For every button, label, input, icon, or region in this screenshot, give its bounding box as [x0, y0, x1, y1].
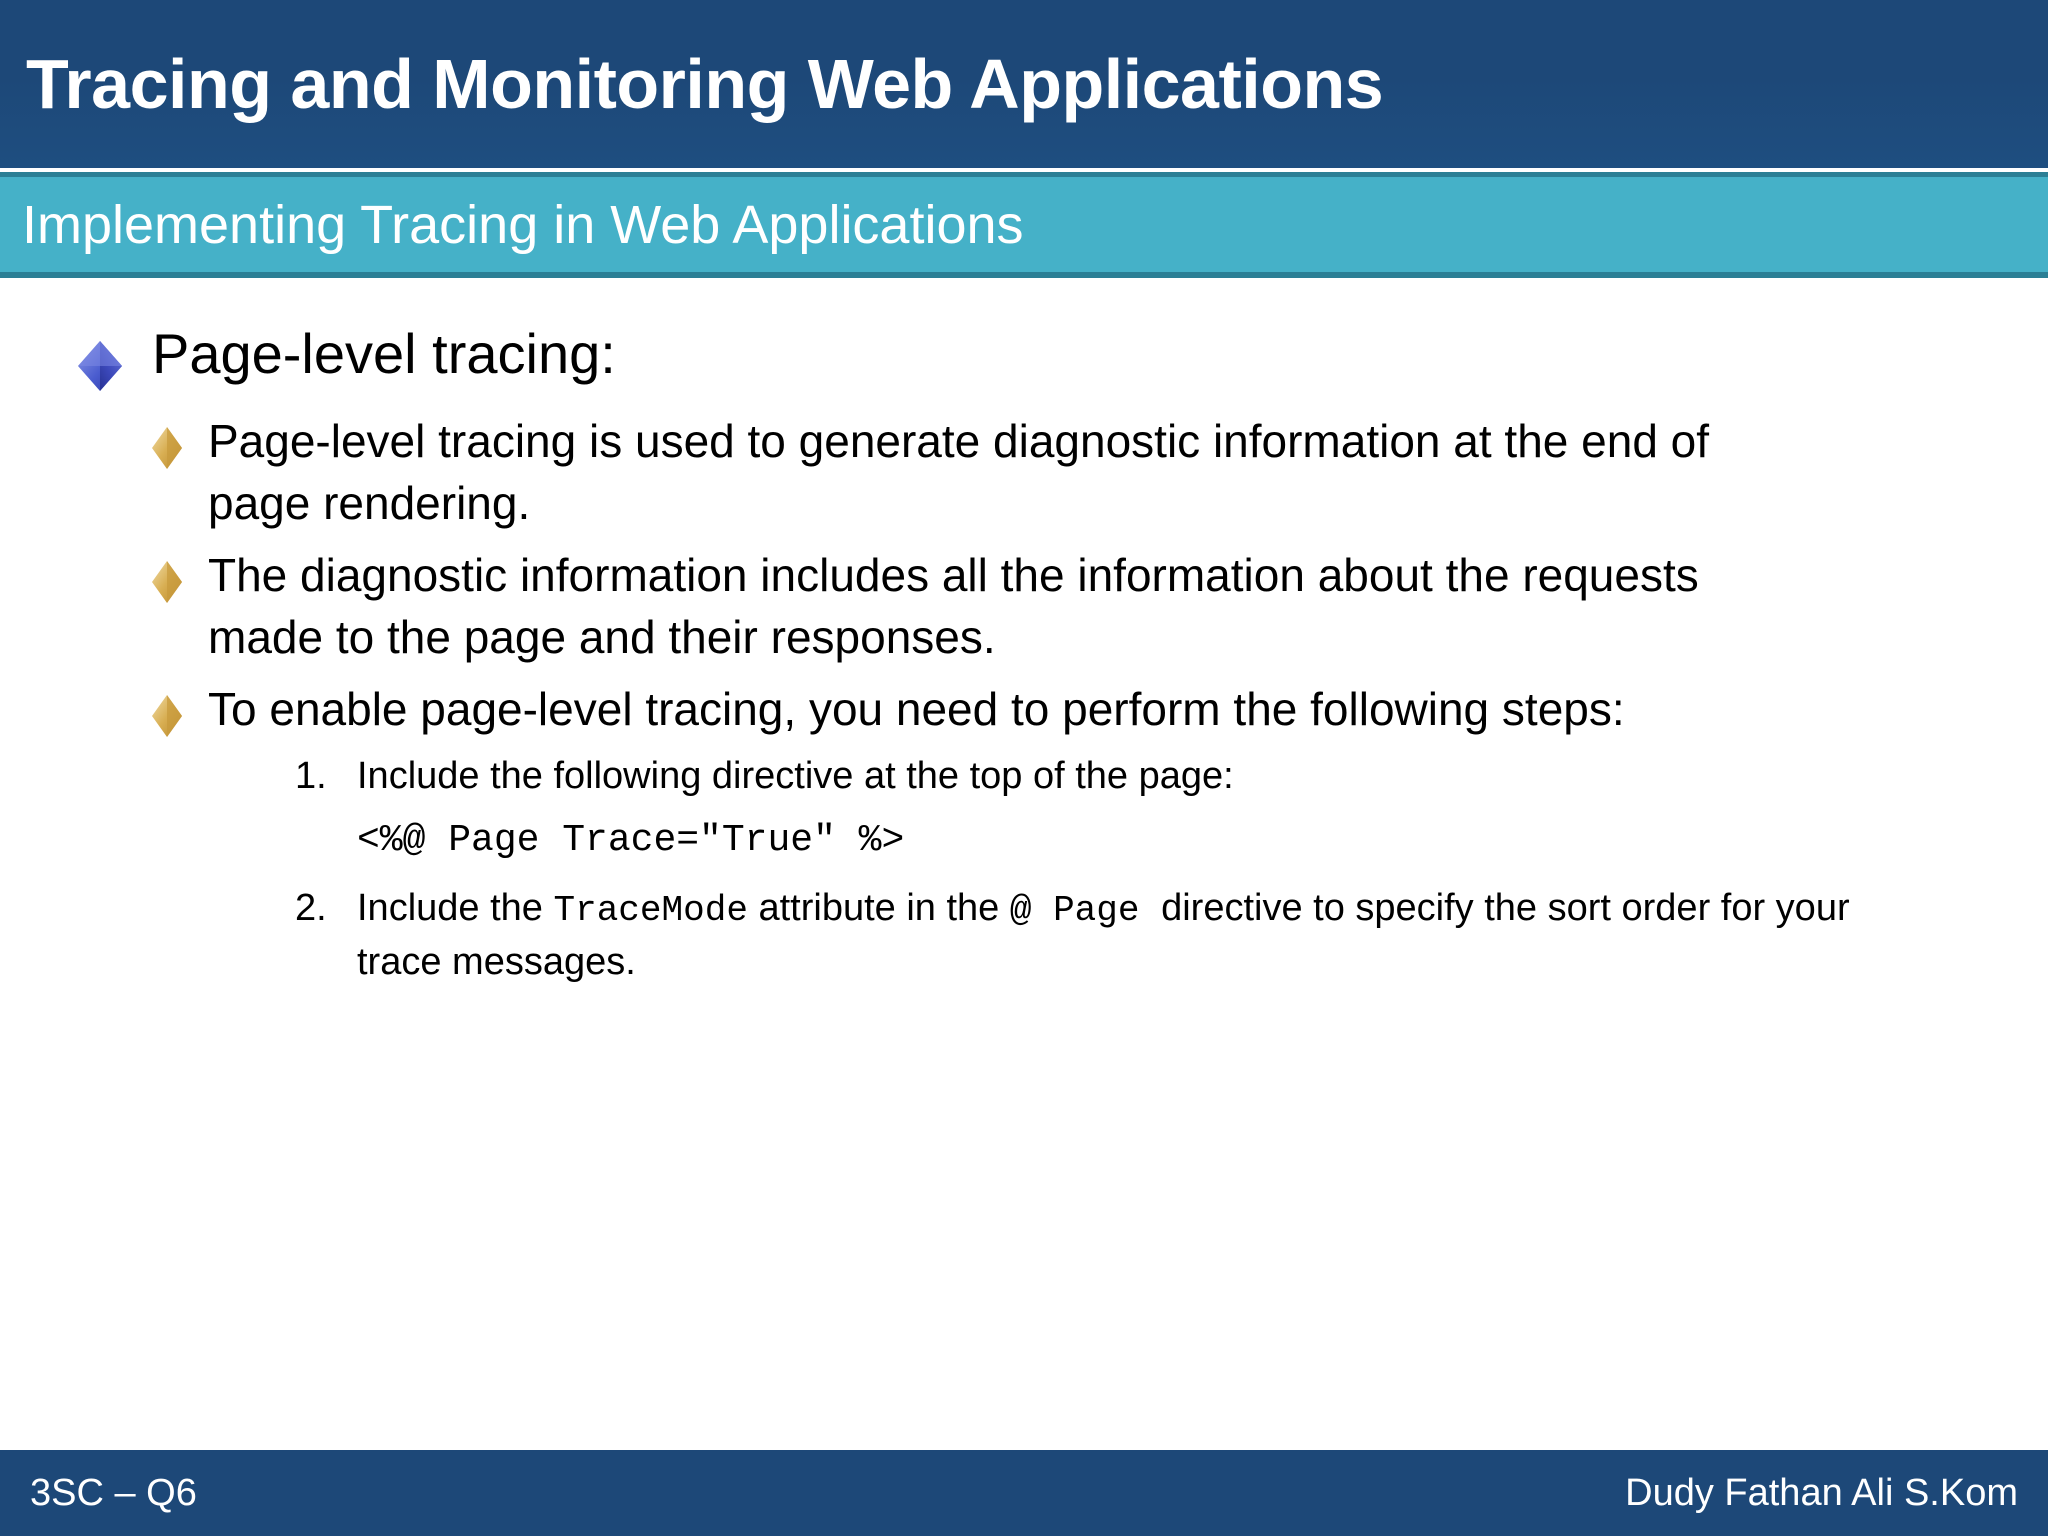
bullet-level2-item: To enable page-level tracing, you need t…: [150, 678, 1988, 740]
step-text-part-middle: attribute in the: [747, 886, 1010, 929]
code-at-page: @ Page: [1009, 889, 1162, 931]
footer-author: Dudy Fathan Ali S.Kom: [1625, 1472, 2018, 1514]
bullet-level2-label: To enable page-level tracing, you need t…: [208, 683, 1625, 736]
slide-body: Page-level tracing:: [0, 278, 2048, 1450]
gold-diamond-icon: [150, 544, 208, 604]
gold-diamond-icon: [150, 678, 208, 738]
bullet-level2-group: Page-level tracing is used to generate d…: [150, 410, 1988, 990]
bullet-level2-item: The diagnostic information includes all …: [150, 544, 1988, 668]
slide-subtitle-band: Implementing Tracing in Web Applications: [0, 172, 2048, 278]
step-text-part-after: directive to specify the sort order for …: [357, 886, 1850, 983]
numbered-step-1: 1. Include the following directive at th…: [295, 750, 1988, 804]
code-directive-snippet: <%@ Page Trace="True" %>: [357, 819, 905, 863]
step-number: 2.: [295, 886, 327, 929]
page-title: Tracing and Monitoring Web Applications: [26, 45, 1384, 123]
code-tracemode: TraceMode: [553, 889, 748, 931]
footer-course-code: 3SC – Q6: [30, 1472, 197, 1514]
slide-title-band: Tracing and Monitoring Web Applications: [0, 0, 2048, 168]
bullet-level2-item: Page-level tracing is used to generate d…: [150, 410, 1988, 534]
bullet-level1-label: Page-level tracing:: [152, 322, 616, 385]
slide-footer: 3SC – Q6 Dudy Fathan Ali S.Kom: [0, 1450, 2048, 1536]
step-text-part-before: Include the: [357, 886, 554, 929]
gold-diamond-icon: [150, 410, 208, 470]
bullet-level2-label: The diagnostic information includes all …: [208, 549, 1699, 664]
numbered-step-2: 2. Include the TraceMode attribute in th…: [295, 882, 1988, 990]
step-number: 1.: [295, 755, 327, 798]
page-subtitle: Implementing Tracing in Web Applications: [22, 194, 1024, 255]
bullet-level2-label: Page-level tracing is used to generate d…: [208, 415, 1710, 530]
blue-diamond-icon: [76, 322, 152, 392]
numbered-steps-list: 1. Include the following directive at th…: [295, 750, 1988, 989]
step-text: Include the following directive at the t…: [357, 755, 1234, 798]
bullet-level1: Page-level tracing:: [76, 322, 1988, 392]
step-text: Include the TraceMode attribute in the @…: [357, 882, 1857, 990]
